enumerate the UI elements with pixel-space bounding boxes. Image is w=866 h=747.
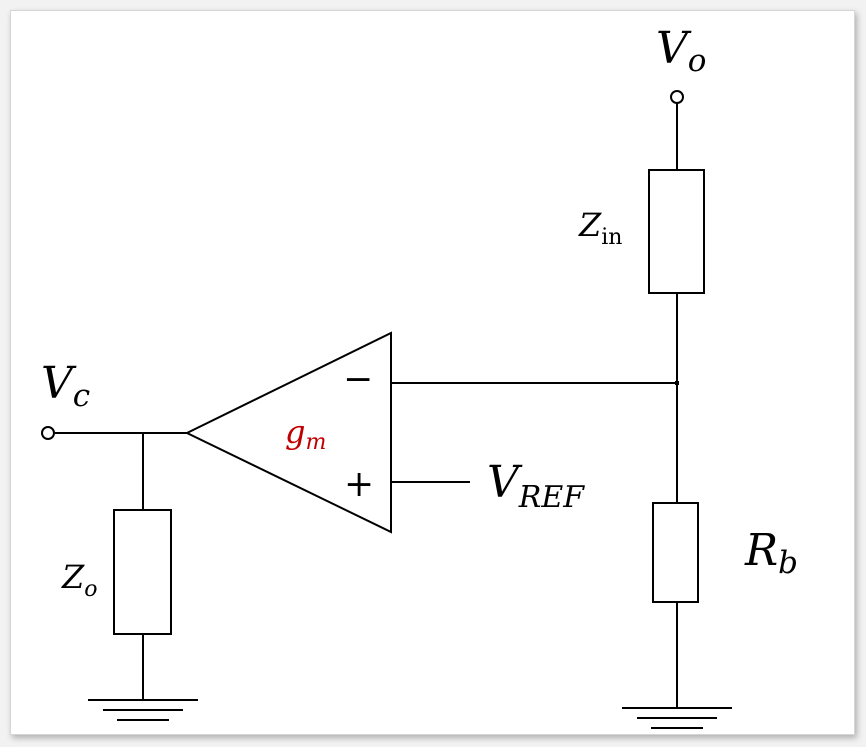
rb-label: Rb — [744, 525, 798, 581]
vo-terminal — [670, 90, 684, 104]
zo-label: Zo — [61, 558, 97, 602]
gm-amplifier — [184, 331, 392, 534]
gm-label: gm — [285, 413, 326, 455]
plus-sign: + — [344, 464, 374, 505]
zin-resistor — [648, 169, 705, 294]
vc-terminal — [41, 426, 55, 440]
vref-label: VREF — [487, 457, 585, 515]
ground-symbol-right — [622, 707, 732, 729]
ground-symbol-left — [88, 699, 198, 721]
rb-resistor — [652, 502, 699, 603]
zin-label: Zin — [578, 206, 622, 250]
vo-label: Vo — [656, 23, 706, 79]
zo-resistor — [113, 509, 172, 635]
vc-label: Vc — [41, 358, 90, 414]
minus-sign: − — [343, 359, 373, 400]
